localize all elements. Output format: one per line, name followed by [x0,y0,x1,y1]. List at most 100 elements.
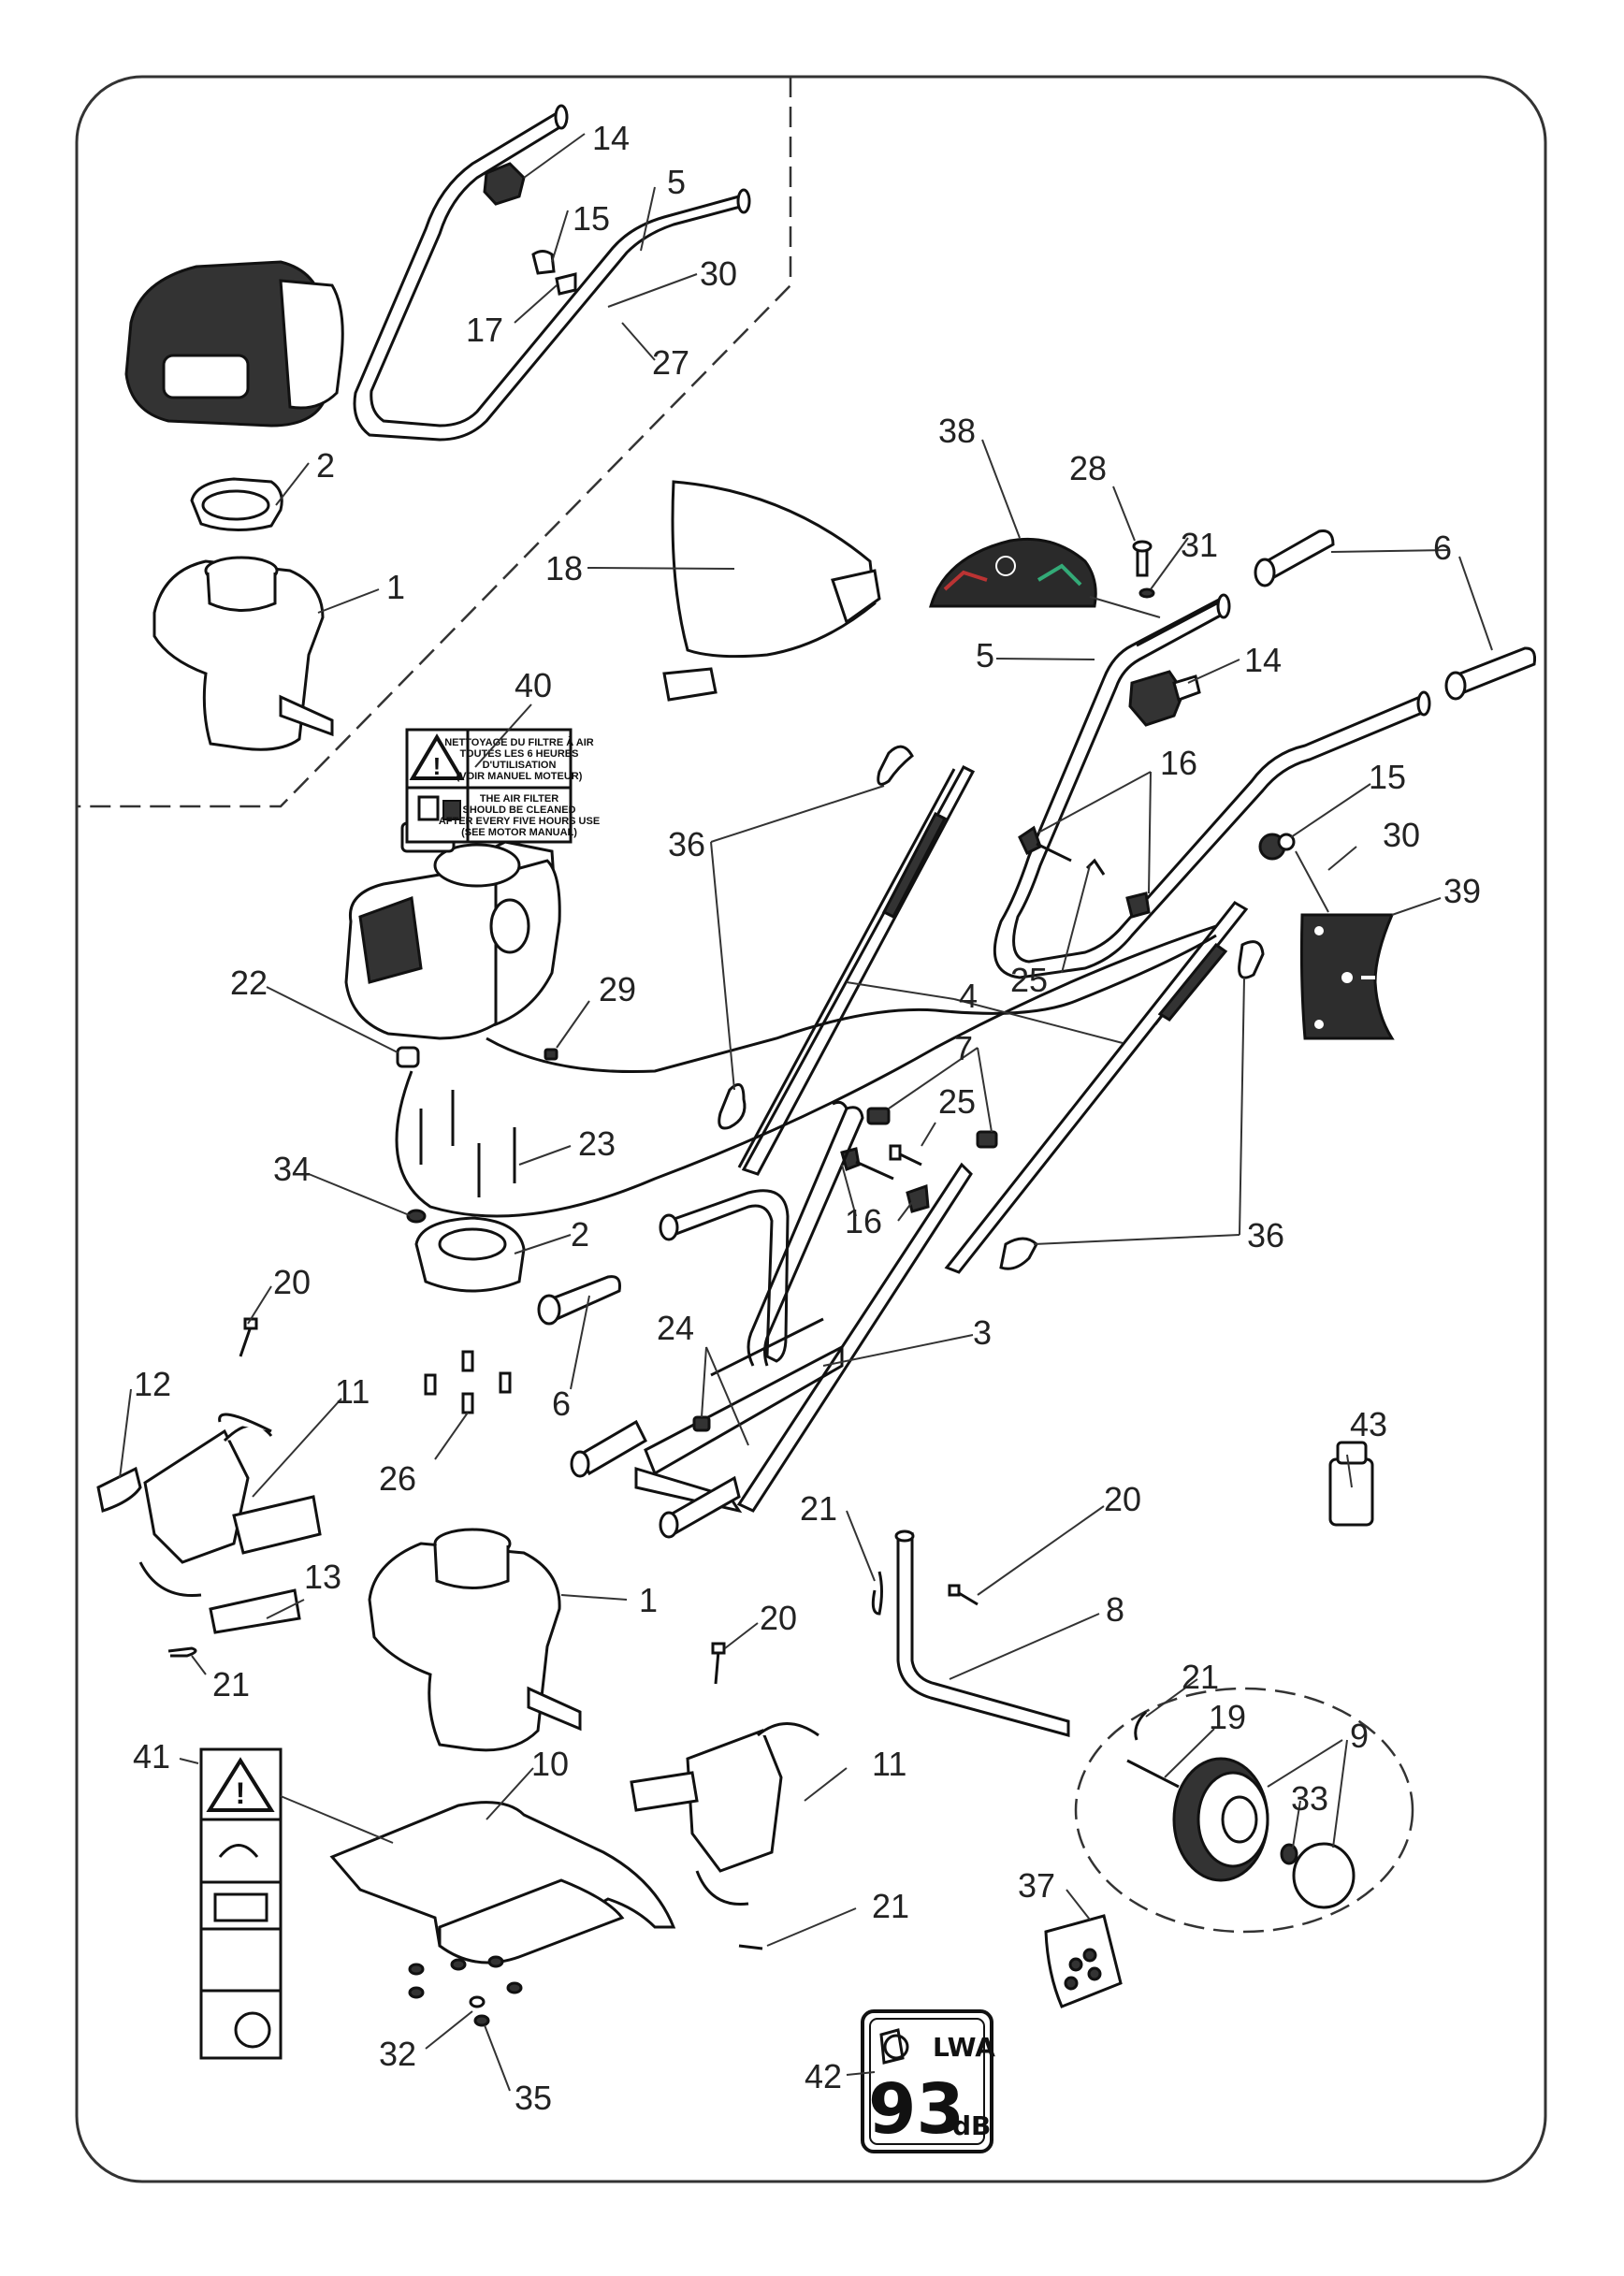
callout-25-upper: 25 [1010,961,1048,999]
callout-30-main: 30 [1383,816,1420,854]
washer-31 [1138,587,1155,599]
callout-41: 41 [133,1737,170,1776]
callout-14-inset: 14 [592,119,630,157]
callout-9: 9 [1350,1717,1369,1755]
callout-36-upper: 36 [668,825,705,863]
tine-shield [662,480,881,702]
engine [344,821,561,1040]
callout-20-lower: 20 [760,1599,797,1637]
bolt-20-lower [711,1642,726,1685]
callout-24: 24 [657,1309,694,1347]
air-filter-en-line-2: SHOULD BE CLEANED [462,805,575,816]
callout-25-lower: 25 [938,1082,976,1121]
tiller-frame [570,1100,973,1539]
callout-5-main: 5 [976,636,994,674]
bolts-23 [419,1090,516,1197]
callout-20-upper: 20 [273,1263,311,1301]
callout-6-upper: 6 [1433,529,1452,567]
callout-35: 35 [515,2079,552,2117]
callout-3: 3 [973,1313,992,1352]
callout-11-left: 11 [335,1372,370,1411]
nut-34 [406,1209,427,1224]
pin-20-right [948,1584,979,1606]
callout-17: 17 [466,311,503,349]
callout-26: 26 [379,1459,416,1498]
clip-15 [1258,833,1296,861]
backing-plate [1299,913,1395,1040]
cotter-pin-21-axle [871,1571,883,1616]
callout-31: 31 [1181,526,1218,564]
callout-36-lower: 36 [1247,1216,1284,1254]
callout-4: 4 [959,977,978,1015]
washers-nuts [408,1955,523,2027]
callout-16-upper: 16 [1160,744,1197,782]
callout-18: 18 [545,549,583,587]
cotter-pin-21-wheel [1134,1710,1148,1741]
callout-39: 39 [1443,872,1481,910]
hub-cap [1292,1842,1356,1909]
callout-38: 38 [938,412,976,450]
inset-gearbox [152,556,334,751]
noise-value: 93 [868,2069,964,2150]
inset-flange [190,477,283,532]
bolt-16-upper [1018,825,1151,919]
svg-text:!: ! [433,752,442,780]
inset-handle [353,104,751,442]
air-filter-fr-line-2: TOUTES LES 6 HEURES [460,748,579,760]
callout-43: 43 [1350,1405,1387,1443]
inset-panel-border [77,77,792,808]
inset-engine [124,260,344,428]
callout-42: 42 [805,2057,842,2095]
callout-34: 34 [273,1150,311,1188]
callout-15-main: 15 [1369,758,1406,796]
callout-21-axle: 21 [800,1489,837,1528]
callout-40: 40 [515,666,552,704]
callout-12: 12 [134,1365,171,1403]
callout-20-right: 20 [1104,1480,1141,1518]
warning-label-41: ! [199,1747,283,2060]
throttle-lever [1128,670,1201,727]
callout-14-main: 14 [1244,641,1282,679]
air-filter-en-line-3: AFTER EVERY FIVE HOURS USE [439,816,600,827]
callout-11-right: 11 [872,1745,906,1783]
wing-nut-lower [999,1237,1038,1270]
diagram-border [75,75,1547,2183]
callout-numbers: 14 5 15 17 30 27 2 1 18 38 28 31 6 5 14 … [133,119,1481,2117]
callout-21-wheel: 21 [1182,1658,1219,1696]
callout-32: 32 [379,2035,416,2073]
inset-throttle-lever [483,162,526,206]
air-filter-decal: ! NETTOYAGE DU FILTRE À AIR TOUTES LES 6… [405,728,600,844]
callout-1-inset: 1 [386,568,405,606]
gearbox [368,1528,582,1752]
main-handle [993,593,1431,979]
callout-2-main: 2 [571,1215,589,1254]
tine-blade-12 [96,1466,142,1513]
cotter-pin-21-left [167,1646,197,1658]
callout-8: 8 [1106,1590,1124,1629]
tine-assembly-right [630,1722,819,1906]
oil-bottle [1328,1441,1374,1527]
handle-grip-upper [1254,529,1335,587]
callout-15-inset: 15 [573,199,610,238]
bolt-20-upper [239,1317,258,1357]
air-filter-en-line-4: (SEE MOTOR MANUAL) [461,827,577,838]
screws-26 [424,1350,512,1414]
callout-23: 23 [578,1124,616,1163]
wing-nut-right [1238,940,1265,979]
callout-33: 33 [1291,1779,1328,1818]
spring-right [976,1130,998,1149]
air-filter-fr-line-1: NETTOYAGE DU FILTRE À AIR [444,736,594,748]
lower-handle-tube-left [737,765,976,1176]
noise-db: dB [952,2110,991,2141]
axle-pin-19 [1126,1759,1180,1789]
callout-37: 37 [1018,1866,1055,1905]
throttle-cable [486,934,1217,1074]
inset-clip [531,250,577,296]
callout-1-main: 1 [639,1581,658,1619]
cotter-pin-21-bottom [738,1944,763,1950]
callout-21-bottom: 21 [872,1887,909,1925]
svg-text:!: ! [236,1776,246,1810]
screw-29 [544,1048,558,1061]
noise-level-decal: LWA 93 dB [861,2009,995,2153]
